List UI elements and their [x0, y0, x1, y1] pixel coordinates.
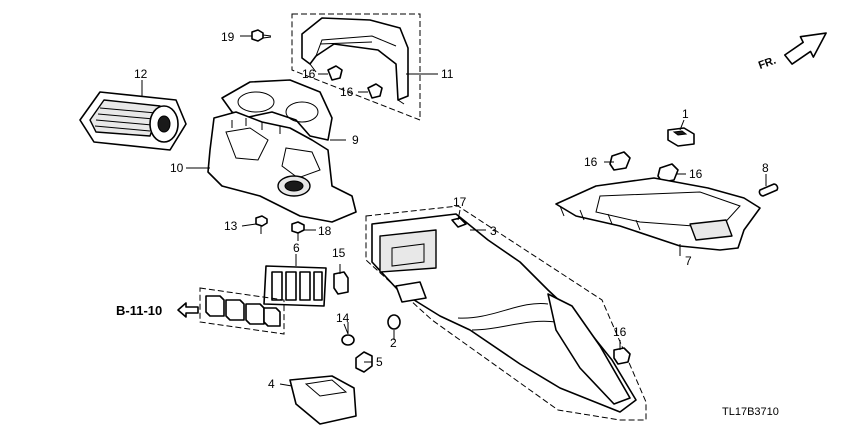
callout-11: 11 [441, 67, 454, 81]
callout-18: 18 [318, 224, 332, 238]
part-7-glove-box [555, 177, 761, 251]
callout-6: 6 [293, 241, 300, 255]
front-direction-arrow [783, 32, 827, 65]
part-8-pin [758, 183, 779, 197]
part-2-bolt [387, 314, 401, 330]
reference-label: B-11-10 [116, 303, 162, 318]
part-16-clip-upper [327, 65, 383, 99]
b-11-10-arrow [177, 302, 199, 318]
callout-14: 14 [336, 311, 350, 325]
callout-19: 19 [221, 30, 235, 44]
callout-2: 2 [390, 336, 397, 350]
leader-lines [141, 35, 767, 387]
part-17-clip [451, 217, 467, 228]
callout-16: 16 [340, 85, 354, 99]
part-16-clip-lower [613, 347, 631, 365]
part-6-switch-panel [263, 265, 327, 307]
callout-8: 8 [762, 161, 769, 175]
part-10-cover [207, 111, 357, 223]
callout-16: 16 [613, 325, 627, 339]
part-13-screw [255, 215, 268, 234]
callout-3: 3 [490, 224, 497, 238]
callout-10: 10 [170, 161, 184, 175]
part-14-screw [341, 322, 355, 346]
part-12-air-vent [79, 91, 187, 151]
callout-4: 4 [268, 377, 275, 391]
callouts: 19 11 16 16 12 9 10 13 18 6 15 14 2 5 4 … [134, 30, 769, 391]
callout-1: 1 [682, 107, 689, 121]
switch-group [199, 287, 285, 335]
callout-16: 16 [302, 67, 316, 81]
callout-17: 17 [453, 195, 467, 209]
callout-7: 7 [685, 254, 692, 268]
part-1-switch [667, 127, 695, 147]
part-3-lower-panel [365, 205, 647, 421]
callout-13: 13 [224, 219, 238, 233]
callout-15: 15 [332, 246, 346, 260]
callout-12: 12 [134, 67, 148, 81]
diagram-code: TL17B3710 [722, 406, 779, 418]
front-direction-label: FR. [757, 55, 778, 72]
part-16-clips-right [609, 151, 679, 183]
part-11-bracket [291, 13, 421, 121]
part-4-pocket [289, 375, 357, 425]
callout-5: 5 [376, 355, 383, 369]
part-19-screw [251, 29, 272, 42]
callout-9: 9 [352, 133, 359, 147]
callout-16: 16 [584, 155, 598, 169]
callout-16: 16 [689, 167, 703, 181]
part-15-clip [333, 271, 349, 295]
part-18-screw [291, 221, 305, 241]
